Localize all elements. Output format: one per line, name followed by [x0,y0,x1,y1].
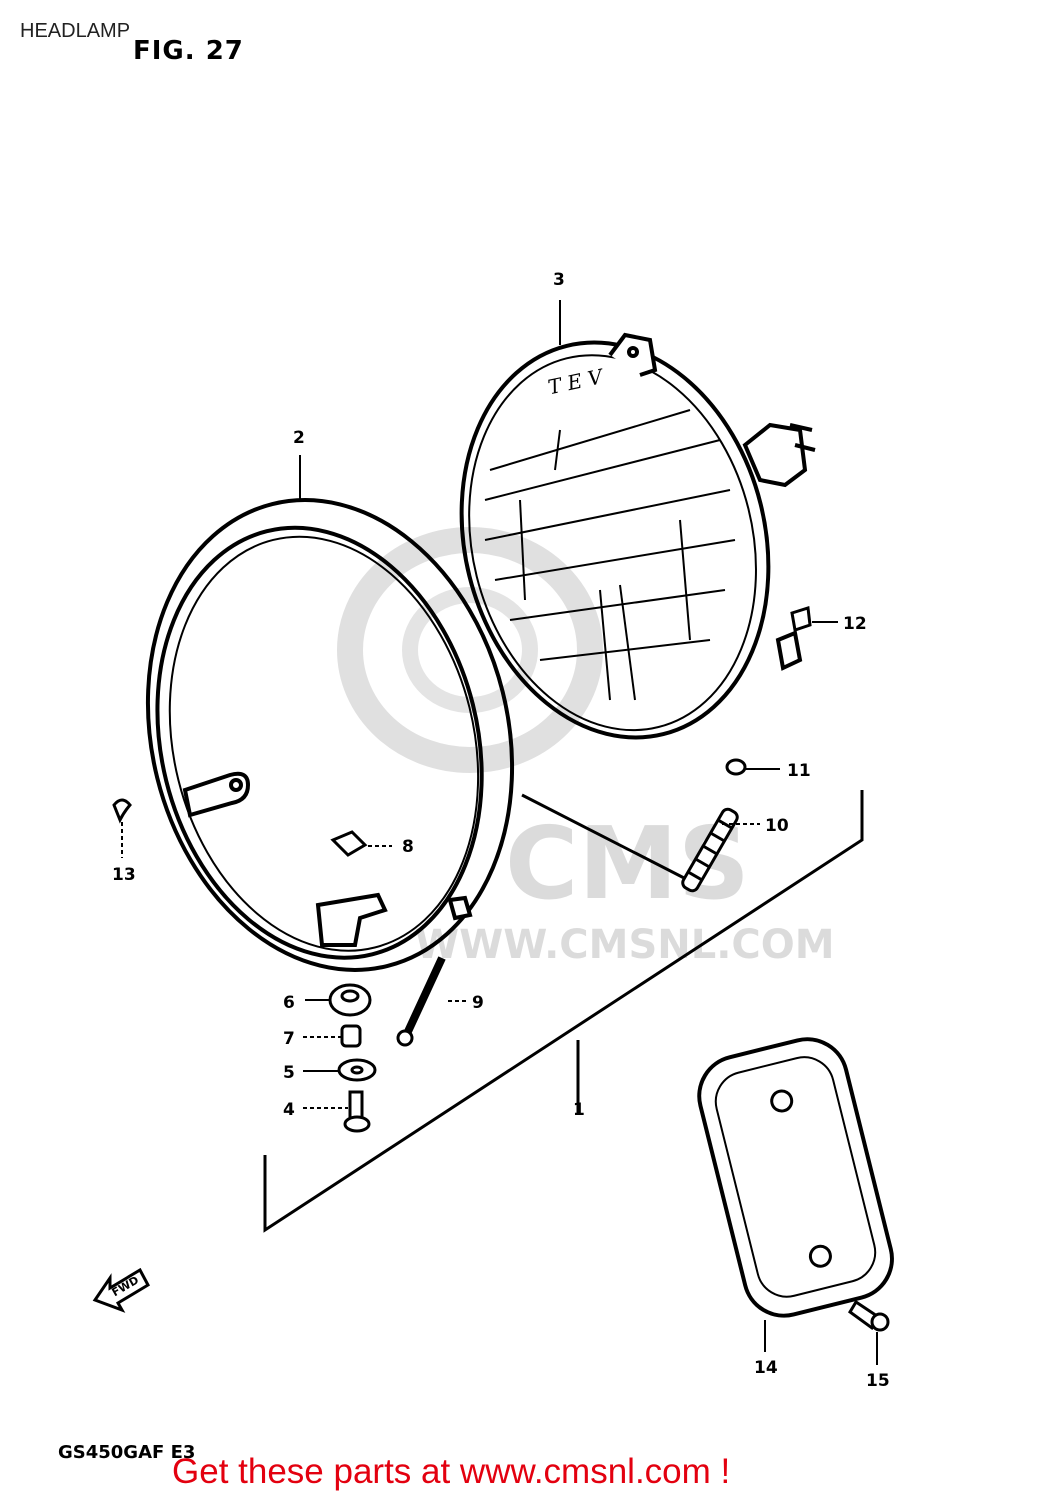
page-header: HEADLAMP [20,20,131,42]
callout-4: 4 [283,1100,295,1120]
screw-part-13 [112,798,132,824]
callout-11: 11 [787,761,811,781]
leader-lines [121,300,878,1365]
watermark-url: WWW.CMSNL.COM [415,922,835,968]
callout-1: 1 [573,1100,585,1120]
model-code: GS450GAF E3 [58,1442,196,1463]
callout-15: 15 [866,1371,890,1391]
fwd-arrow-icon: FWD [92,1267,150,1313]
callout-9: 9 [472,993,484,1013]
callout-13: 13 [112,865,136,885]
callout-10: 10 [765,816,789,836]
callout-8: 8 [402,837,414,857]
small-parts [112,606,894,1332]
callout-7: 7 [283,1029,295,1049]
callouts: 1 2 3 4 5 6 7 8 9 10 11 12 13 14 15 [112,270,890,1391]
lens-marking: T E V [546,364,607,399]
callout-12: 12 [843,614,867,634]
screw-part-9 [401,956,446,1040]
clip-part [790,606,812,632]
nut-part-11 [725,758,747,776]
reflector-part [697,1037,894,1318]
callout-14: 14 [754,1358,778,1378]
headlamp-rim [145,498,515,972]
callout-2: 2 [293,428,305,448]
watermark-logo: CMS [505,805,750,922]
headlamp-unit: T E V [459,332,816,740]
nut-part-8 [330,830,368,857]
callout-6: 6 [283,993,295,1013]
assembly-bracket [263,790,864,1233]
figure-label: FIG. 27 [133,36,244,66]
callout-5: 5 [283,1063,295,1083]
callout-3: 3 [553,270,565,290]
spacer-part [340,1024,362,1048]
footer-banner[interactable]: Get these parts at www.cmsnl.com ! [172,1452,731,1491]
